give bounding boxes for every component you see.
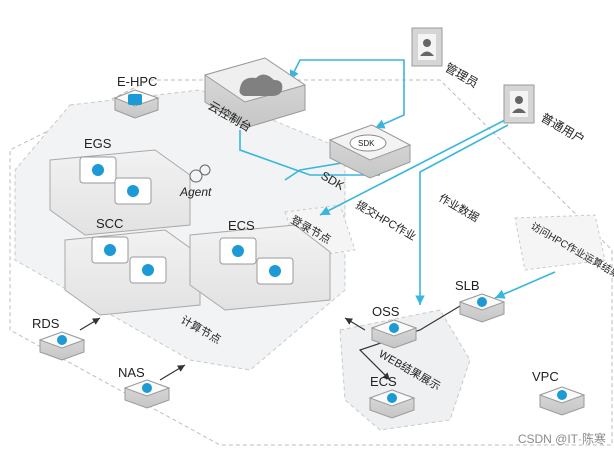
rds-connector: [79, 317, 101, 331]
ecs-compute-group: ECS: [189, 218, 331, 311]
ehpc-label: E-HPC: [117, 74, 157, 89]
person-icon: [423, 39, 431, 47]
nas-connector: [159, 364, 186, 381]
egs-group: EGS: [49, 136, 191, 236]
server-icon: [127, 185, 139, 197]
nas-icon: [142, 383, 152, 393]
admin-label: 管理员: [443, 60, 482, 91]
watermark: CSDN @IT·陈寒: [517, 432, 606, 446]
admin-node: 管理员: [411, 27, 482, 91]
console-connector: [239, 130, 380, 176]
oss-connector: [344, 317, 366, 331]
vpc-icon: [557, 390, 567, 400]
console-node: 云控制台: [203, 57, 307, 135]
nas-node: NAS: [118, 365, 171, 409]
access-connector: [494, 271, 556, 299]
submit-job-label: 提交HPC作业: [354, 197, 419, 243]
oss-node: OSS: [370, 304, 418, 349]
oss-label: OSS: [372, 304, 400, 319]
scc-group: SCC: [64, 216, 201, 316]
ecs-web-icon: [387, 393, 397, 403]
ehpc-icon: [128, 94, 142, 105]
slb-node: SLB: [455, 278, 506, 323]
access-region: [514, 214, 606, 271]
admin-to-sdk-connector: [374, 75, 405, 129]
server-icon: [142, 264, 154, 276]
ecs-compute-label: ECS: [228, 218, 255, 233]
vpc-label: VPC: [532, 369, 559, 384]
oss-icon: [389, 323, 399, 333]
rds-icon: [57, 335, 67, 345]
cloud-icon: [239, 74, 283, 96]
slb-label: SLB: [455, 278, 480, 293]
user-node: 普通用户: [503, 84, 588, 147]
vpc-node: VPC: [532, 369, 586, 416]
user-to-login-connector: [319, 119, 506, 216]
ecs-web-node: ECS: [368, 374, 416, 419]
job-data-label: 作业数据: [437, 190, 482, 224]
outer-boundary: [9, 79, 613, 446]
sdk-disc-icon: [349, 134, 387, 152]
scc-label: SCC: [96, 216, 123, 231]
server-icon: [232, 245, 244, 257]
user-label: 普通用户: [539, 110, 588, 147]
server-icon: [92, 164, 104, 176]
slb-icon: [477, 297, 487, 307]
person-icon: [515, 96, 523, 104]
nas-label: NAS: [118, 365, 145, 380]
sdk-chip-label: SDK: [358, 139, 375, 148]
agent-label: Agent: [179, 185, 212, 199]
job-data-connector: [415, 124, 509, 305]
server-icon: [269, 265, 281, 277]
ecs-web-label: ECS: [370, 374, 397, 389]
egs-label: EGS: [84, 136, 112, 151]
agent-node: Agent: [179, 164, 212, 199]
sdk-node: SDK SDK: [319, 124, 412, 193]
ehpc-node: E-HPC: [113, 74, 160, 119]
admin-to-console-connector: [289, 59, 405, 81]
rds-label: RDS: [32, 316, 60, 331]
rds-node: RDS: [32, 316, 86, 361]
server-icon: [104, 244, 116, 256]
